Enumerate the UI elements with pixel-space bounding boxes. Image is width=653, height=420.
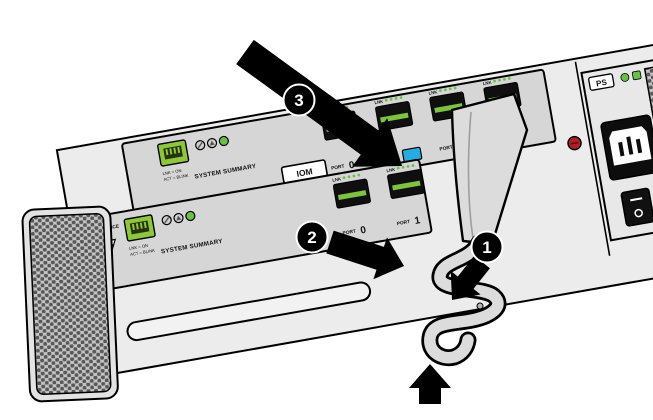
port-lnk-label: LNK — [428, 89, 438, 96]
status-led-cluster — [161, 210, 196, 226]
callout-1-number: 1 — [482, 238, 491, 257]
lever-hole — [476, 302, 484, 310]
ok-led-icon — [218, 135, 229, 147]
lever-hook — [424, 237, 504, 364]
lnk-led-icon — [443, 88, 447, 92]
arrow-push-up — [409, 364, 451, 404]
sas-port-upper-2: LNK PORT 2 — [428, 86, 468, 153]
thumbscrew-slot-icon — [570, 141, 579, 145]
sas-port-lower-0: LNK PORT 0 — [332, 173, 371, 237]
port-lnk-label: LNK — [374, 99, 384, 106]
eth-link-label: LNK = ON — [129, 243, 149, 251]
wrench-glyph-icon — [197, 141, 203, 149]
lnk-led-icon — [498, 78, 501, 82]
lnk-led-icon — [448, 87, 452, 91]
sas-connector-key — [434, 103, 463, 113]
ps-dc-ok-led-icon — [631, 70, 642, 81]
warning-triangle-icon — [209, 140, 215, 146]
lnk-led-icon — [347, 175, 351, 179]
eth-link-label: LNK = ON — [162, 168, 182, 176]
port-number-label: 1 — [414, 215, 422, 227]
power-supply: PS — [580, 58, 653, 242]
callout-3-number: 3 — [294, 91, 303, 110]
ps-ac-ok-led-icon — [620, 73, 630, 82]
lnk-led-icon — [357, 173, 361, 177]
arrow-step-2 — [326, 230, 404, 280]
lnk-led-icon — [389, 97, 393, 101]
port-lnk-label: LNK — [386, 167, 396, 174]
port-word-label: PORT — [396, 219, 410, 227]
lnk-led-icon — [502, 77, 506, 81]
chassis: LNK = ON ACT = BLINK SYSTEM SUMMARY IOM … — [55, 41, 653, 378]
arrow-step-1 — [450, 255, 490, 300]
ethernet-port-icon — [123, 214, 156, 242]
lnk-led-icon — [352, 174, 356, 178]
lnk-led-icon — [507, 77, 511, 80]
ps-label: PS — [595, 78, 608, 89]
ac-inlet-icon — [600, 114, 653, 181]
callout-2-number: 2 — [307, 228, 316, 247]
lnk-led-icon — [401, 165, 405, 169]
port-number-label: 0 — [360, 225, 368, 237]
callout-2: 2 — [295, 220, 329, 254]
sas-connector-key — [337, 190, 367, 200]
chassis-bottom-flange — [126, 281, 372, 342]
iom-tab-label: IOM — [296, 166, 314, 179]
left-vent-panel — [21, 205, 119, 403]
ethernet-port-icon — [157, 139, 190, 167]
lnk-led-icon — [399, 96, 403, 99]
sas-connector-key — [392, 180, 421, 191]
lnk-led-icon — [384, 98, 388, 102]
callout-1: 1 — [470, 230, 504, 264]
lnk-led-icon — [438, 89, 442, 93]
warning-triangle-icon — [176, 215, 182, 221]
lnk-led-icon — [453, 86, 457, 90]
lnk-led-icon — [493, 79, 496, 83]
port-word-label: PORT — [342, 228, 356, 236]
ps-bay-divider — [574, 61, 611, 256]
arrow-step-3 — [236, 39, 402, 167]
vent-mesh — [28, 213, 112, 395]
lnk-led-icon — [342, 176, 346, 180]
lnk-led-icon — [394, 97, 398, 100]
port-lnk-label: LNK — [332, 176, 342, 183]
lnk-led-icon — [406, 165, 410, 168]
callout-3: 3 — [282, 83, 316, 117]
eth-activity-label: ACT = BLINK — [130, 248, 156, 257]
port-number-label: 0 — [348, 160, 356, 172]
ps-label-tab — [588, 73, 615, 91]
wrench-glyph-icon — [164, 216, 170, 224]
port-word-label: PORT — [439, 144, 453, 152]
ok-led-icon — [185, 210, 196, 222]
ps-vent-grille — [643, 65, 653, 226]
lnk-led-icon — [411, 164, 415, 167]
port-word-label: PORT — [331, 163, 345, 171]
lever-blade-detail — [467, 111, 474, 240]
status-led-cluster — [195, 135, 229, 151]
upper-iom: LNK = ON ACT = BLINK SYSTEM SUMMARY IOM … — [121, 68, 557, 217]
lnk-led-icon — [396, 166, 400, 170]
sas-port-lower-1: LNK PORT 1 — [386, 164, 426, 227]
eth-activity-label: ACT = BLINK — [163, 173, 189, 182]
lower-iom: SERVICE ONLY LNK = ON ACT = BLINK — [78, 158, 433, 293]
power-switch-icon — [620, 187, 653, 227]
port-lnk-label: LNK — [482, 80, 492, 87]
